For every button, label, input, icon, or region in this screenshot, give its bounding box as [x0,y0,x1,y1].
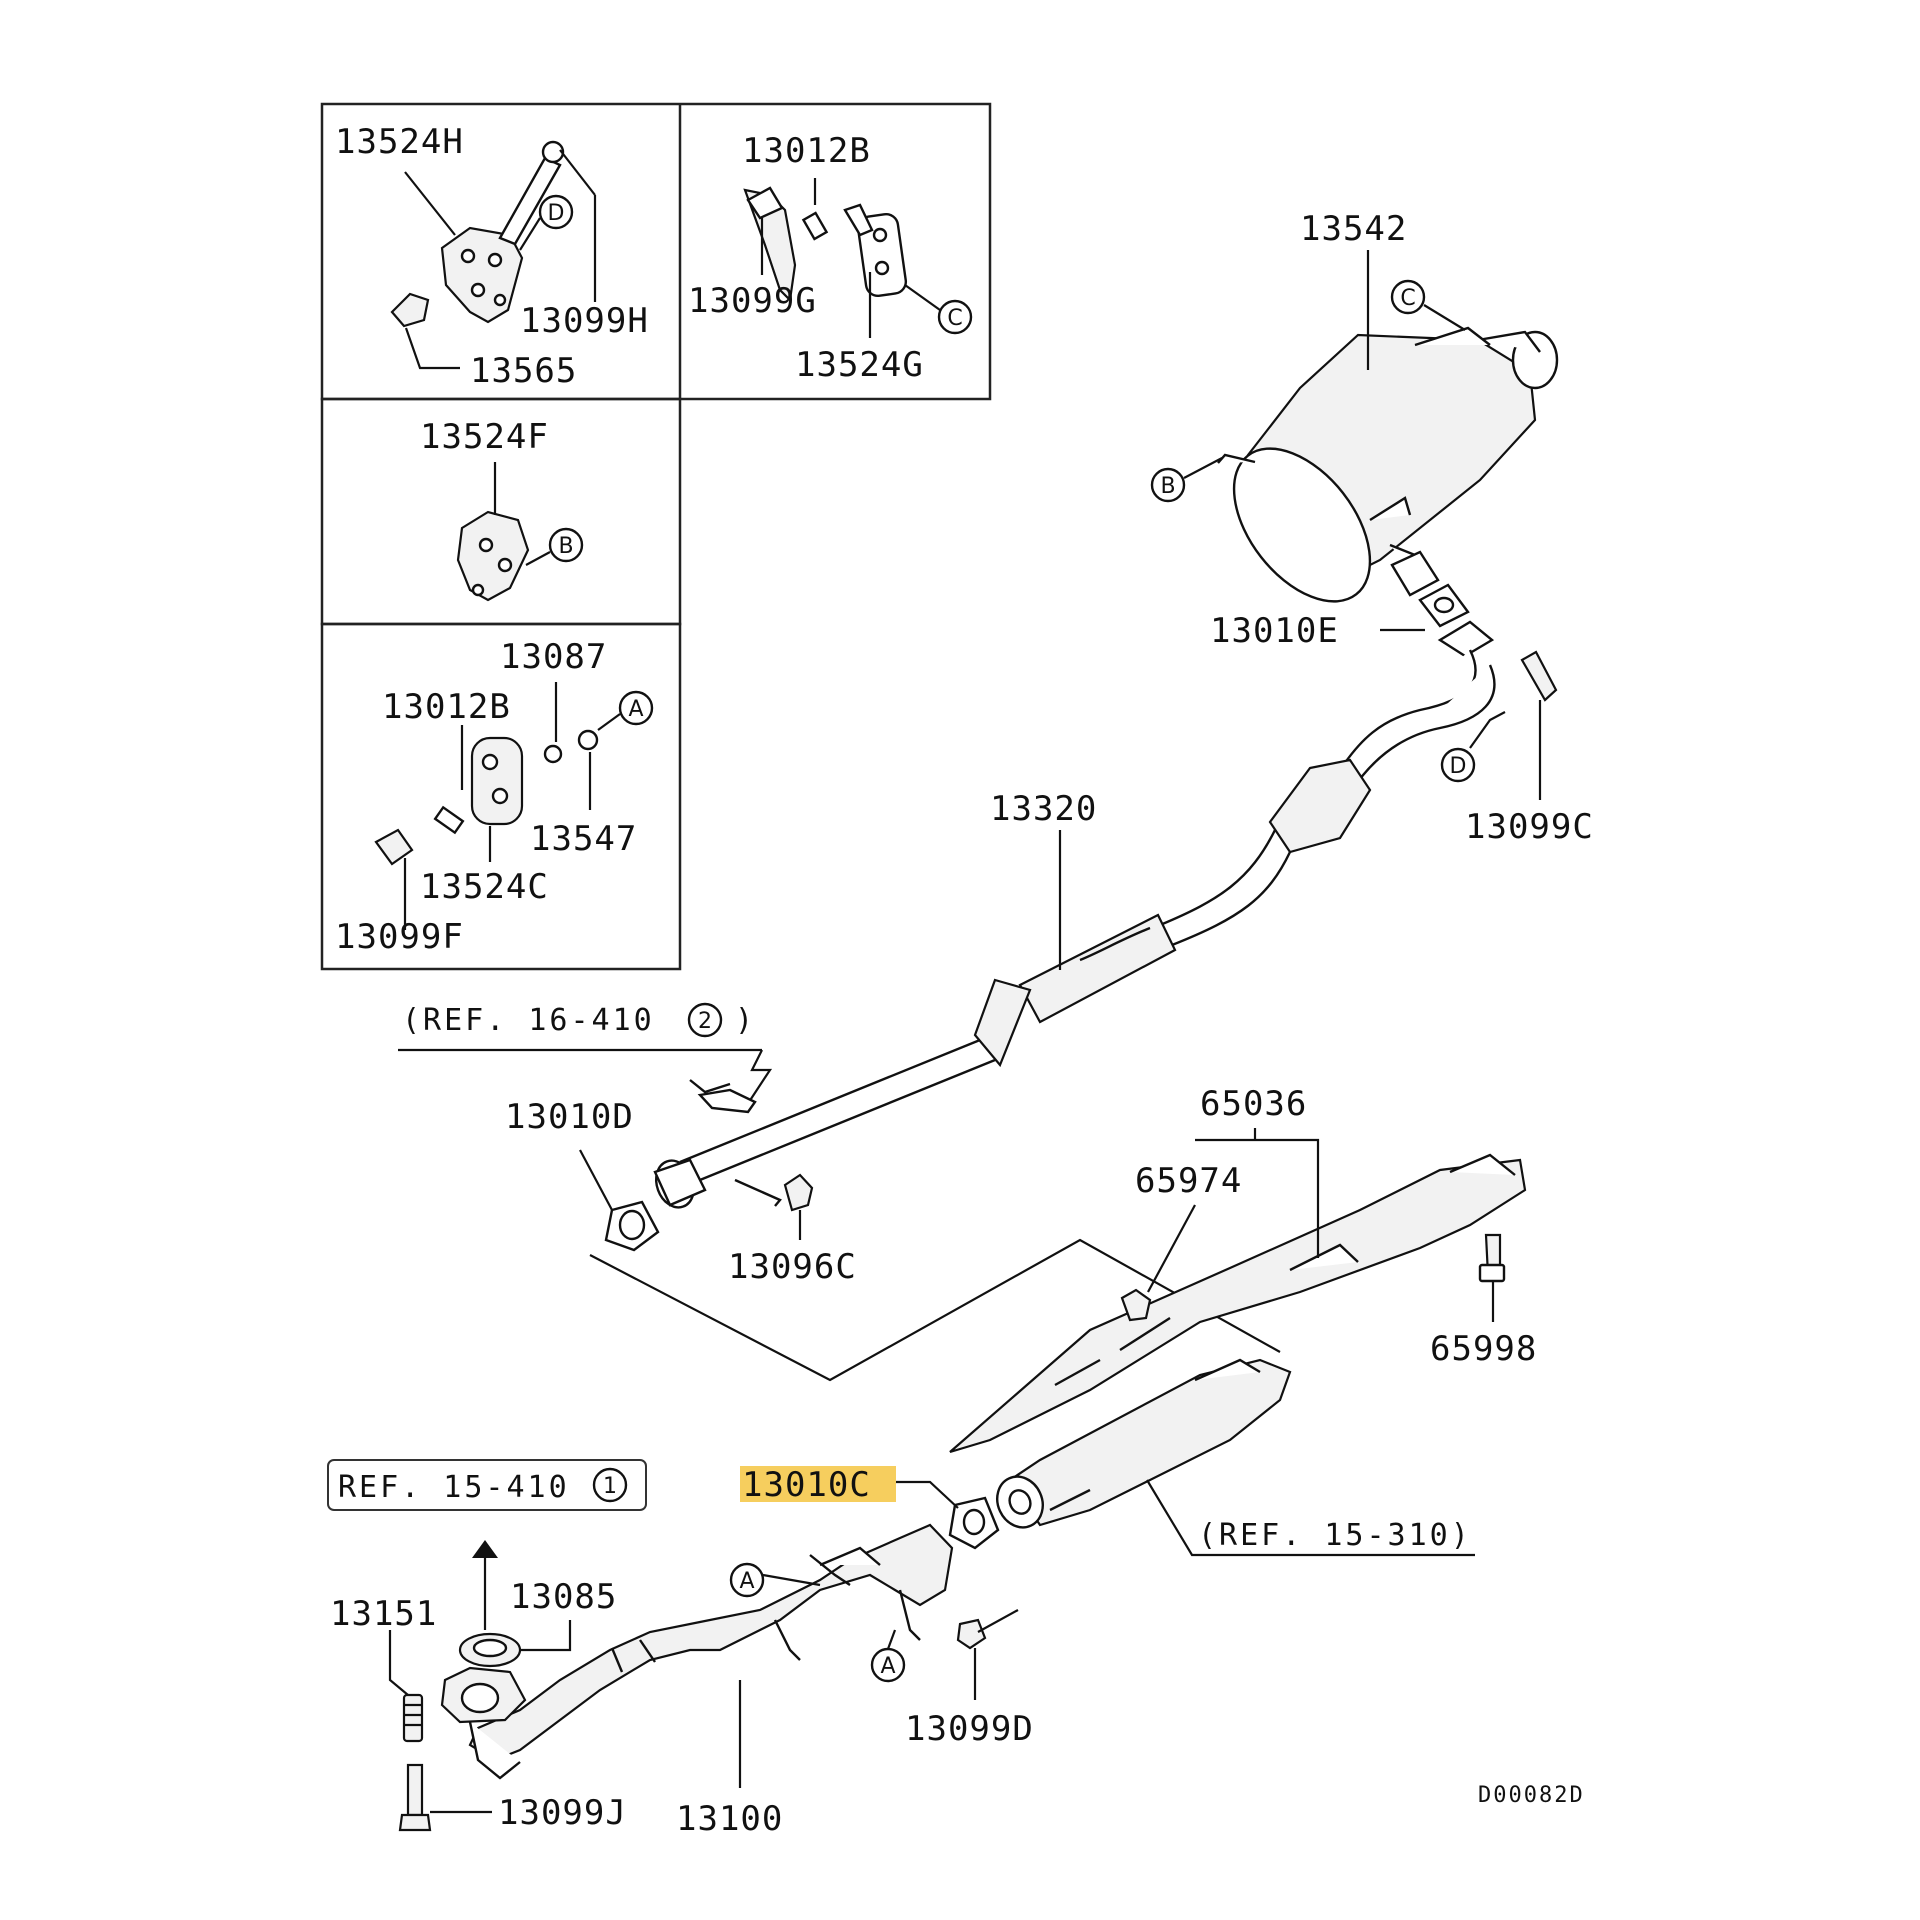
label-13099F: 13099F [335,917,464,957]
ref-15-310: (REF. 15-310) [1198,1518,1472,1553]
circle-c-icon [937,299,973,335]
gasket-13010E [1390,550,1495,658]
svg-text:A: A [880,1654,895,1679]
up-arrow-icon [472,1540,498,1558]
nut-13096C [783,1173,814,1212]
label-13085: 13085 [510,1577,617,1617]
diagram-code: D00082D [1478,1783,1585,1808]
label-13012B-top: 13012B [742,131,871,171]
label-13099C: 13099C [1465,807,1594,847]
circle-d-icon [538,194,574,230]
catalytic-converter [996,1358,1292,1529]
circle-d-icon [1440,747,1476,783]
bolt-65998 [1478,1233,1506,1283]
label-13524F: 13524F [420,417,549,457]
bolt-13099C: D [1440,650,1558,783]
label-13010D: 13010D [505,1097,634,1137]
label-13099H: 13099H [520,301,649,341]
svg-text:B: B [1160,474,1175,499]
label-13565: 13565 [470,351,577,391]
circle-2-icon [687,1002,723,1038]
circle-a-icon [618,690,654,726]
label-13542: 13542 [1300,209,1407,249]
svg-text:B: B [558,534,573,559]
svg-text:C: C [1400,286,1415,311]
label-13099J: 13099J [498,1793,627,1833]
gasket-13085 [458,1632,522,1668]
hanger-13524C-group: A [374,690,654,866]
nut-65974 [1120,1288,1152,1322]
label-13524G: 13524G [795,345,924,385]
label-13320: 13320 [990,789,1097,829]
svg-text:D: D [548,201,565,226]
label-13099G: 13099G [688,281,817,321]
label-65998: 65998 [1430,1329,1537,1369]
label-13151: 13151 [330,1594,437,1634]
svg-text:): ) [735,1003,756,1038]
label-13524C: 13524C [420,867,549,907]
hanger-13524H-group: D [390,140,574,328]
svg-text:2: 2 [698,1009,712,1034]
bolt-13099J [398,1763,432,1832]
label-13099D: 13099D [905,1709,1034,1749]
label-13524H: 13524H [335,122,464,162]
hanger-13524F-group: B [456,510,584,602]
label-13096C: 13096C [728,1247,857,1287]
circle-b-icon [548,527,584,563]
ref-16-410: (REF. 16-410 [402,1003,655,1038]
svg-text:1: 1 [603,1474,617,1499]
highlight-13010C [740,1466,896,1502]
label-13100: 13100 [676,1799,783,1839]
label-13547: 13547 [530,819,637,859]
gasket-13010D [604,1200,660,1252]
ref-15-410: REF. 15-410 [338,1470,570,1505]
circle-1-icon [592,1467,628,1503]
svg-text:C: C [947,306,962,331]
inset-panels [320,102,992,971]
center-pipe-13320 [653,649,1496,1209]
label-13010E: 13010E [1210,611,1339,651]
front-pipe-13100: A A [440,1523,954,1780]
circle-c-icon [1390,279,1426,315]
stud-13151 [402,1693,424,1743]
gasket-13010C [948,1496,1000,1550]
ref-15-410-box [327,1459,647,1511]
label-65974: 65974 [1135,1161,1242,1201]
circle-a-icon [729,1562,765,1598]
label-65036: 65036 [1200,1084,1307,1124]
heat-shield-65036 [949,1153,1527,1454]
bolt-13099D [956,1609,1019,1650]
svg-text:A: A [739,1569,754,1594]
svg-text:A: A [628,697,643,722]
label-13087: 13087 [500,637,607,677]
muffler-13542: B C [1150,279,1559,603]
label-13010C: 13010C [742,1465,871,1505]
svg-text:D: D [1450,754,1467,779]
label-13012B-bottom: 13012B [382,687,511,727]
circle-b-icon [1150,467,1186,503]
